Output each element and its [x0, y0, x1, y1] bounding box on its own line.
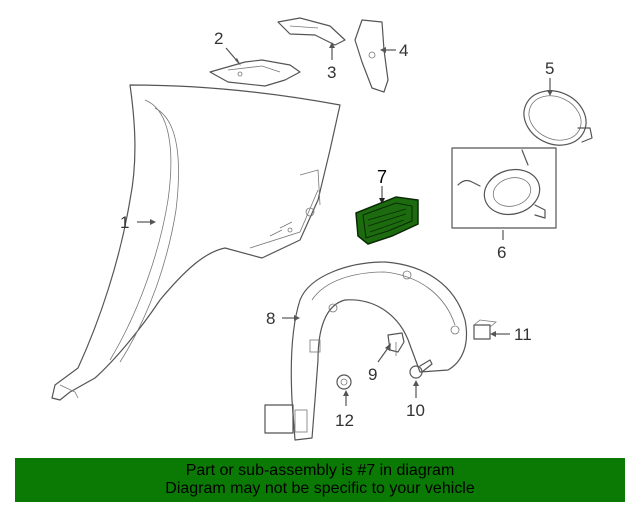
banner-line-1: Part or sub-assembly is #7 in diagram [185, 462, 455, 479]
callout-9: 9 [368, 365, 377, 384]
callout-11: 11 [514, 325, 532, 344]
part-8-wheel-liner [264, 261, 468, 441]
part-2-bracket [209, 59, 301, 87]
callout-3: 3 [327, 63, 336, 82]
part-1-quarter-panel [51, 84, 341, 401]
callout-8: 8 [266, 309, 275, 328]
callout-6: 6 [497, 243, 506, 262]
part-12-nut [336, 374, 352, 390]
part-3-reinforcement [277, 17, 346, 46]
part-5-fuel-door [523, 90, 593, 146]
callout-4: 4 [399, 41, 408, 60]
banner-line-2: Diagram may not be specific to your vehi… [165, 480, 475, 497]
info-banner: Part or sub-assembly is #7 in diagram Di… [15, 458, 625, 502]
callout-10: 10 [406, 401, 425, 420]
parts-diagram: 1 2 3 4 5 6 7 8 9 10 11 12 [51, 17, 593, 441]
callout-5: 5 [545, 59, 554, 78]
callout-1: 1 [120, 213, 129, 232]
callout-2: 2 [214, 29, 223, 48]
callout-12: 12 [335, 411, 354, 430]
leader-lines [137, 42, 553, 406]
part-10-screw [409, 359, 433, 379]
part-7-highlighted [355, 196, 419, 245]
part-6-filler-housing [451, 147, 557, 229]
callout-7: 7 [377, 167, 387, 187]
part-4-extension [354, 19, 389, 93]
part-11-clip [473, 319, 497, 340]
